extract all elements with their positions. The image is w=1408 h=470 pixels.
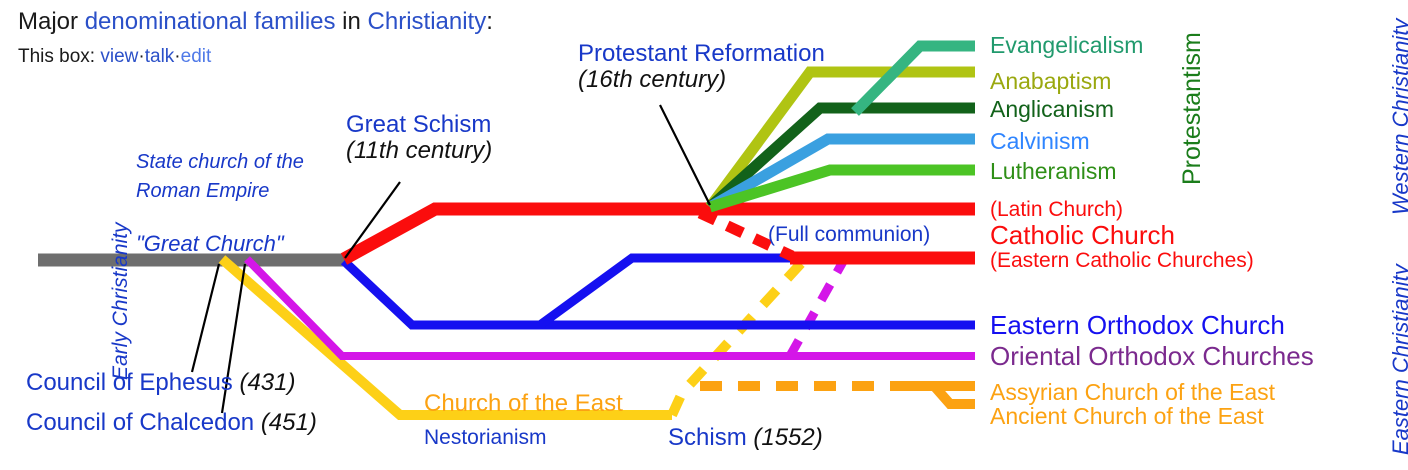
- line-schism-1552-dashed: [667, 254, 810, 418]
- leader-council-ephesus: [190, 263, 221, 373]
- line-oriental-orthodox: [244, 256, 975, 360]
- line-evangelicalism: [851, 40, 975, 116]
- vertical-label-early-christianity: Early Christianity: [109, 222, 132, 380]
- title-link-denominational-families[interactable]: denominational families: [84, 8, 336, 35]
- vertical-label-protestantism: Protestantism: [1178, 32, 1206, 185]
- line-eastern-orthodox: [340, 257, 975, 330]
- view-link[interactable]: view: [100, 46, 139, 67]
- title-prefix: Major: [18, 8, 85, 35]
- council-ephesus-name: Council of Ephesus: [26, 369, 233, 396]
- vertical-label-western-christianity: Western Christianity: [1388, 18, 1408, 215]
- line-anabaptism: [705, 66, 975, 211]
- label-church-of-the-east: Church of the East: [424, 390, 623, 417]
- separator-dot-2: ·: [174, 46, 181, 67]
- branch-label-calvinism: Calvinism: [990, 128, 1090, 154]
- schism-1552-year: (1552): [753, 424, 823, 451]
- line-anglicanism: [706, 102, 975, 212]
- navbar-this-box: This box: view·talk·edit: [18, 47, 211, 66]
- branch-label-assyrian-church-of-the-east: Assyrian Church of the East: [990, 379, 1276, 405]
- branch-label-anabaptism: Anabaptism: [990, 68, 1112, 94]
- annotation-great-schism: Great Schism (11th century): [346, 113, 492, 163]
- leader-great-schism: [344, 181, 401, 259]
- branch-label-eastern-catholic-churches: (Eastern Catholic Churches): [990, 249, 1254, 272]
- line-lutheranism: [708, 164, 975, 213]
- branch-label-anglicanism: Anglicanism: [990, 96, 1114, 122]
- state-church-line1: State church of the: [136, 151, 304, 173]
- this-box-label: This box:: [18, 46, 96, 67]
- branch-label-oriental-orthodox-churches: Oriental Orthodox Churches: [990, 341, 1314, 371]
- branch-label-evangelicalism: Evangelicalism: [990, 32, 1144, 58]
- annotation-council-of-chalcedon: Council of Chalcedon (451): [26, 411, 317, 435]
- page-title: Major denominational families in Christi…: [18, 10, 493, 34]
- title-suffix: :: [486, 8, 493, 35]
- line-latin-church: [340, 202, 975, 265]
- edit-link[interactable]: edit: [180, 46, 212, 67]
- leader-council-chalcedon: [220, 263, 247, 414]
- line-church-of-the-east: [218, 255, 672, 420]
- great-schism-name: Great Schism: [346, 111, 492, 138]
- branch-label-catholic-church: Catholic Church: [990, 220, 1175, 250]
- annotation-protestant-reformation: Protestant Reformation (16th century): [578, 42, 825, 92]
- state-church-line2: Roman Empire: [136, 180, 270, 202]
- branch-label-eastern-orthodox-church: Eastern Orthodox Church: [990, 310, 1285, 340]
- vertical-label-eastern-christianity: Eastern Christianity: [1388, 264, 1408, 455]
- line-eastern-orthodox-to-union: [537, 253, 790, 329]
- schism-1552-name: Schism: [668, 424, 747, 451]
- label-state-church: State church of the Roman Empire: [136, 148, 304, 206]
- talk-link[interactable]: talk: [144, 46, 175, 67]
- annotation-schism-1552: Schism (1552): [668, 426, 823, 450]
- title-mid: in: [335, 8, 368, 35]
- separator-dot-1: ·: [138, 46, 145, 67]
- label-full-communion: (Full communion): [768, 223, 931, 246]
- line-eastern-catholic-dashed: [697, 208, 795, 261]
- branch-label-ancient-church-of-the-east: Ancient Church of the East: [990, 403, 1264, 429]
- branch-label-lutheranism: Lutheranism: [990, 158, 1117, 184]
- annotation-council-of-ephesus: Council of Ephesus (431): [26, 371, 296, 395]
- title-link-christianity[interactable]: Christianity: [367, 8, 487, 35]
- line-ancient-church-fork: [931, 383, 975, 409]
- council-chalcedon-name: Council of Chalcedon: [26, 409, 255, 436]
- protestant-reformation-name: Protestant Reformation: [578, 40, 825, 67]
- great-schism-year: (11th century): [346, 137, 493, 164]
- council-ephesus-year: (431): [239, 369, 296, 396]
- line-calvinism: [707, 133, 975, 212]
- branch-label-latin-church: (Latin Church): [990, 198, 1124, 221]
- leader-protestant-reformation: [659, 104, 711, 206]
- label-nestorianism: Nestorianism: [424, 426, 547, 449]
- label-great-church: "Great Church": [136, 231, 284, 256]
- protestant-reformation-year: (16th century): [578, 66, 727, 93]
- council-chalcedon-year: (451): [260, 409, 317, 436]
